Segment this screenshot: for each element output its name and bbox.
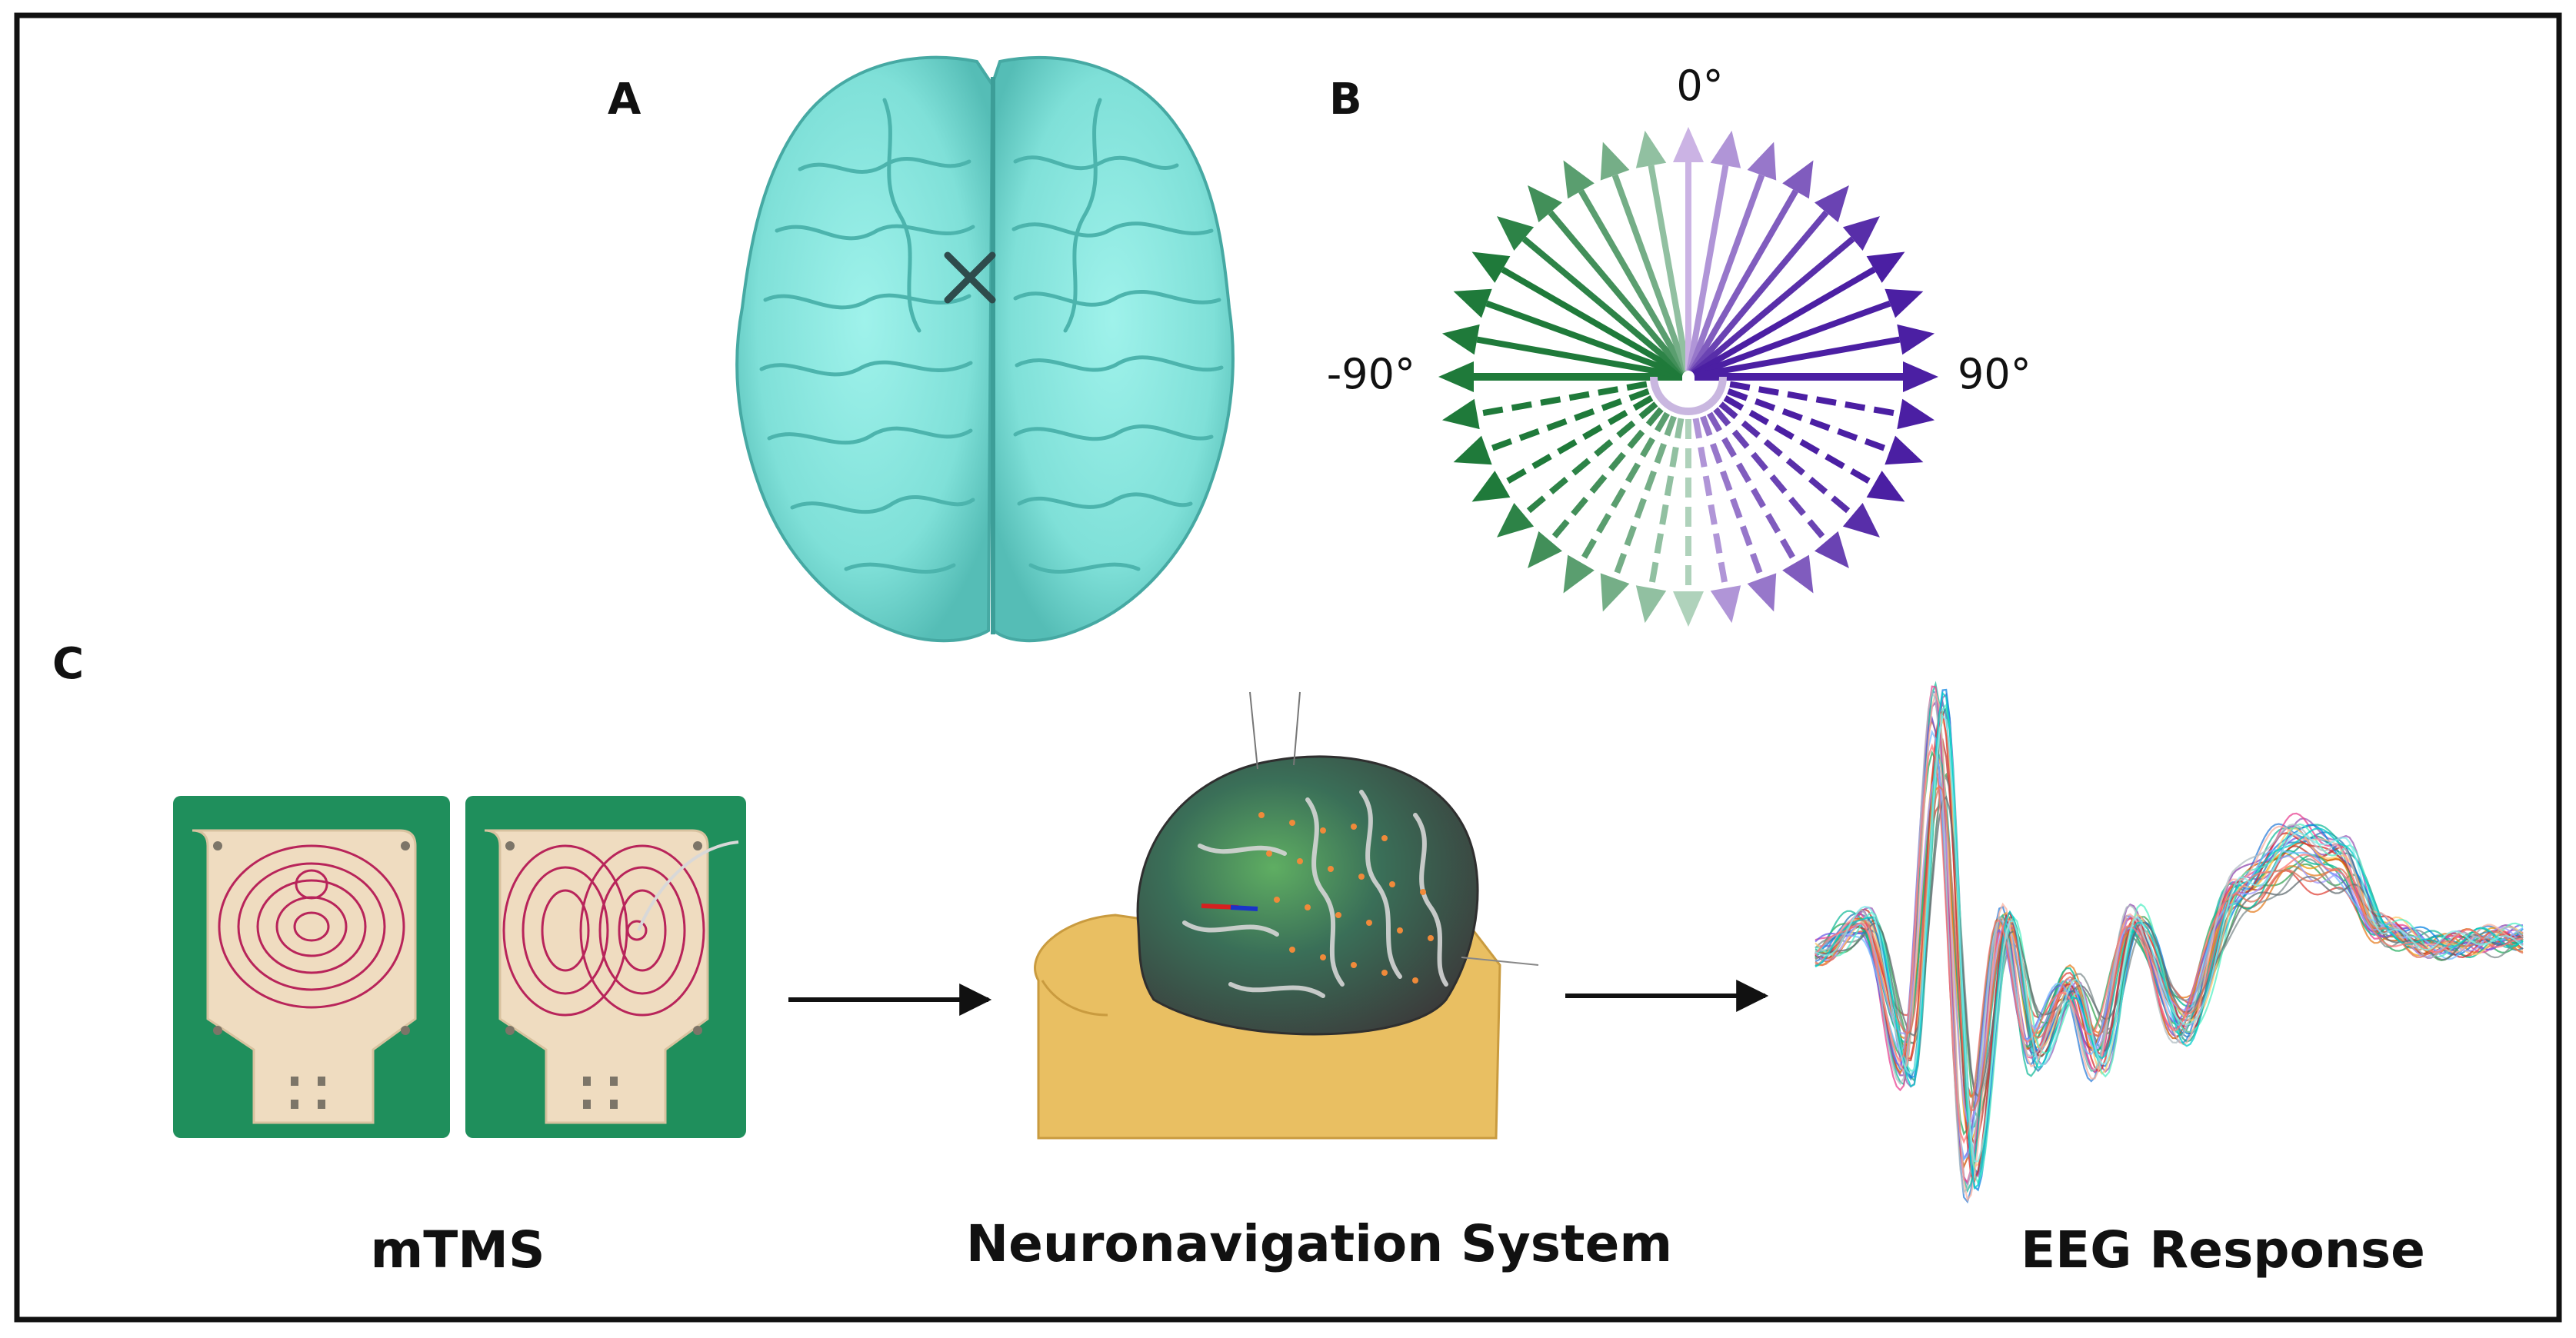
- eeg-trace: [1815, 743, 2524, 1144]
- orientation-arrow-shaft: [1700, 415, 1765, 580]
- orientation-arrow-shaft: [1687, 174, 1765, 372]
- orientation-arrow-head: [1600, 573, 1630, 612]
- panel-b-orientation-arrows: [1438, 127, 1938, 627]
- coil-mount-holes-right: [505, 841, 702, 1109]
- tracker-wire: [1461, 957, 1539, 966]
- orientation-arrow-shaft: [1691, 267, 1876, 377]
- orientation-arrow-head: [1903, 361, 1938, 392]
- orientation-arrow-head: [1673, 127, 1704, 162]
- orientation-arrow-head: [1600, 141, 1630, 181]
- orientation-arrow-head: [1528, 185, 1562, 223]
- orientation-arrow-shaft: [1578, 189, 1688, 374]
- orientation-arrow-head: [1563, 554, 1595, 594]
- orientation-arrow-shaft: [1485, 388, 1650, 454]
- orientation-arrow-head: [1885, 288, 1924, 318]
- brain-gyri: [759, 98, 1224, 574]
- tracker-wire: [1293, 691, 1301, 766]
- angle-label-0: 0°: [1676, 62, 1723, 110]
- neuronavigation-head: [1034, 691, 1539, 1140]
- orientation-arrow-shaft: [1693, 300, 1891, 378]
- orientation-arrow-head: [1471, 471, 1511, 502]
- orientation-arrow-head: [1842, 216, 1880, 251]
- orientation-arrow-shaft: [1501, 267, 1685, 377]
- orientation-arrow-shaft: [1611, 415, 1677, 580]
- orientation-arrow-head: [1441, 324, 1480, 355]
- tracker-wire: [1249, 691, 1258, 770]
- orientation-arrow-head: [1842, 503, 1880, 538]
- panel-letter-b: B: [1329, 75, 1362, 125]
- orientation-arrow-head: [1866, 471, 1905, 502]
- orientation-arrow-head: [1815, 531, 1849, 568]
- orientation-arrow-shaft: [1648, 418, 1685, 589]
- orientation-arrow-head: [1897, 398, 1935, 430]
- center-arc: [1650, 376, 1727, 415]
- orientation-arrow-head: [1563, 160, 1595, 199]
- target-grid-dots: [1258, 812, 1434, 984]
- cross-mark-icon: [944, 251, 996, 304]
- orientation-arrow-head: [1453, 288, 1492, 318]
- orientation-arrow-shaft: [1690, 210, 1829, 374]
- orientation-arrow-shaft: [1476, 336, 1683, 379]
- orientation-arrow-shaft: [1692, 418, 1729, 589]
- orientation-arrow-head: [1710, 130, 1741, 168]
- orientation-arrow-shaft: [1694, 336, 1901, 379]
- coil-windings-left: [218, 844, 405, 1009]
- orientation-arrow-head: [1635, 130, 1667, 168]
- orientation-arrow-head: [1528, 531, 1562, 568]
- orientation-arrow-head: [1453, 435, 1492, 465]
- orientation-arrow-head: [1897, 324, 1935, 355]
- mtms-coils: [173, 796, 746, 1138]
- stimulation-vector: [1201, 904, 1258, 911]
- caption-neuronavigation: Neuronavigation System: [966, 1214, 1672, 1273]
- orientation-arrow-shaft: [1691, 236, 1855, 375]
- cortex-sulci: [1182, 790, 1448, 998]
- outer-border: [14, 12, 2562, 1323]
- panel-letter-c: C: [52, 639, 84, 689]
- orientation-arrow-head: [1885, 435, 1924, 465]
- angle-label-minus-90: -90°: [1327, 350, 1415, 398]
- orientation-arrow-head: [1471, 251, 1511, 283]
- panel-a-brain: [735, 55, 1235, 643]
- orientation-arrow-shaft: [1611, 174, 1690, 372]
- orientation-arrow-shaft: [1727, 388, 1891, 454]
- orientation-arrow-shaft: [1686, 165, 1729, 371]
- orientation-arrow-head: [1710, 585, 1741, 624]
- coil-cable: [637, 840, 739, 931]
- eeg-trace: [1815, 795, 2524, 1098]
- orientation-arrow-head: [1497, 216, 1535, 251]
- orientation-arrow-head: [1673, 591, 1704, 627]
- coil-mount-holes-left: [213, 841, 410, 1109]
- orientation-arrow-head: [1747, 141, 1777, 181]
- orientation-arrow-head: [1866, 251, 1905, 283]
- brain-left-hemisphere: [735, 55, 995, 643]
- coil-windings-right: [502, 844, 705, 1017]
- orientation-arrow-head: [1782, 554, 1814, 594]
- eeg-traces: [1815, 681, 2524, 1204]
- orientation-arrow-head: [1635, 585, 1667, 624]
- orientation-arrow-shaft: [1521, 236, 1686, 375]
- coil-card-right: [465, 796, 746, 1138]
- caption-eeg-response: EEG Response: [2021, 1220, 2425, 1280]
- orientation-arrow-head: [1782, 160, 1814, 199]
- orientation-arrow-shaft: [1688, 189, 1798, 374]
- orientation-arrow-shaft: [1548, 210, 1687, 374]
- orientation-arrow-shaft: [1648, 165, 1691, 371]
- orientation-arrow-head: [1438, 361, 1474, 392]
- orientation-arrow-shaft: [1476, 381, 1648, 418]
- coil-card-left: [173, 796, 450, 1138]
- orientation-arrow-head: [1815, 185, 1849, 223]
- brain-right-hemisphere: [990, 55, 1235, 643]
- orientation-arrow-head: [1747, 573, 1777, 612]
- orientation-arrow-shaft: [1729, 381, 1901, 418]
- caption-mtms: mTMS: [370, 1220, 545, 1280]
- panel-letter-a: A: [608, 75, 642, 125]
- orientation-arrow-shaft: [1485, 300, 1684, 378]
- orientation-arrow-head: [1497, 503, 1535, 538]
- eeg-trace: [1815, 714, 2524, 1163]
- orientation-arrow-head: [1441, 398, 1480, 430]
- angle-label-90: 90°: [1958, 350, 2031, 398]
